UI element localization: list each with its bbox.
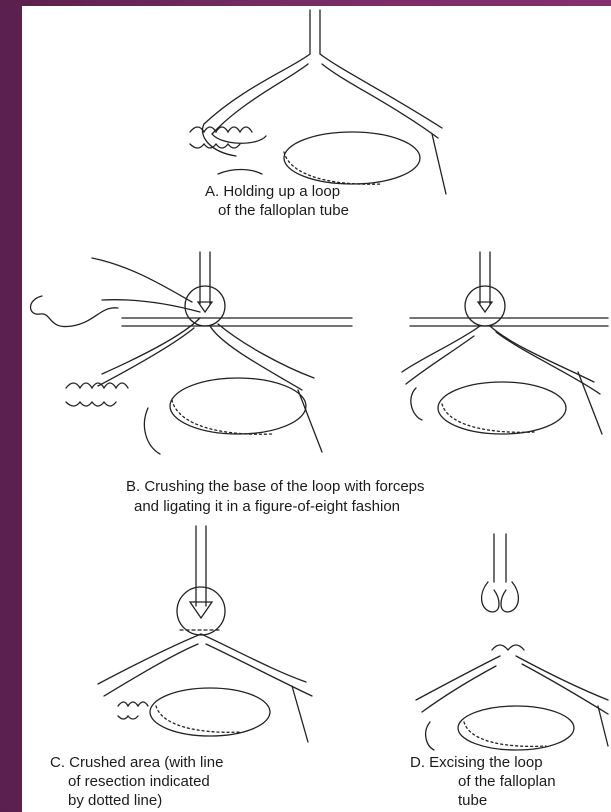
figure-c-crushed-area (98, 526, 312, 742)
caption-a-line1: A. Holding up a loop (205, 183, 340, 201)
figure-b-left-forceps (31, 252, 353, 454)
figure-d-excised-loop (416, 534, 608, 750)
caption-b-line2: and ligating it in a figure-of-eight fas… (134, 498, 400, 516)
caption-a-line2: of the falloplan tube (218, 202, 349, 220)
tubal-ligation-illustration (22, 6, 611, 812)
caption-c-line3: by dotted line) (68, 792, 162, 810)
illustration-panel: A. Holding up a loop of the falloplan tu… (22, 6, 611, 812)
figure-a-loop (190, 10, 446, 194)
figure-b-right-forceps (402, 252, 608, 434)
caption-b-line1: B. Crushing the base of the loop with fo… (126, 478, 425, 496)
caption-c-line2: of resection indicated (68, 773, 210, 791)
caption-d-line3: tube (458, 792, 487, 810)
caption-d-line2: of the falloplan (458, 773, 556, 791)
caption-c-line1: C. Crushed area (with line (50, 754, 223, 772)
caption-d-line1: D. Excising the loop (410, 754, 543, 772)
